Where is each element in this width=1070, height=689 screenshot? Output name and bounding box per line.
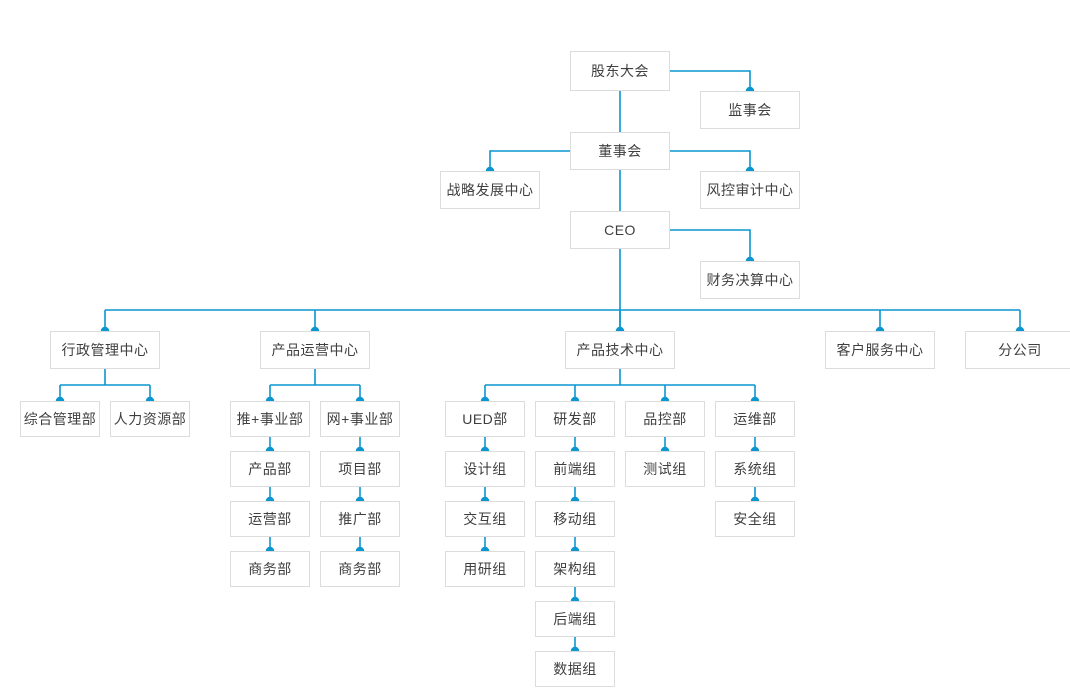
org-node-label: 前端组 bbox=[553, 461, 597, 477]
org-node-label: 分公司 bbox=[998, 342, 1042, 358]
org-node-tui-bu[interactable]: 推+事业部 bbox=[230, 401, 310, 437]
org-node-label: 客户服务中心 bbox=[836, 342, 924, 358]
org-node-label: 品控部 bbox=[643, 411, 687, 427]
org-node-label: 财务决算中心 bbox=[706, 272, 794, 288]
org-node-general-mgmt[interactable]: 综合管理部 bbox=[20, 401, 100, 437]
org-node-label: 综合管理部 bbox=[23, 411, 97, 427]
org-node-label: 后端组 bbox=[553, 611, 597, 627]
org-node-label: CEO bbox=[604, 222, 636, 238]
org-node-strategy[interactable]: 战略发展中心 bbox=[440, 171, 540, 209]
org-node-wang-bu[interactable]: 网+事业部 bbox=[320, 401, 400, 437]
org-node-label: 安全组 bbox=[733, 511, 777, 527]
org-node-customer[interactable]: 客户服务中心 bbox=[825, 331, 935, 369]
org-node-label: UED部 bbox=[462, 411, 508, 427]
org-node-ued[interactable]: UED部 bbox=[445, 401, 525, 437]
org-node-label: 董事会 bbox=[598, 143, 642, 159]
org-node-wang-biz[interactable]: 商务部 bbox=[320, 551, 400, 587]
org-node-label: 交互组 bbox=[463, 511, 507, 527]
org-node-label: 测试组 bbox=[643, 461, 687, 477]
org-node-label: 人力资源部 bbox=[113, 411, 187, 427]
org-node-label: 架构组 bbox=[553, 561, 597, 577]
org-node-label: 战略发展中心 bbox=[446, 182, 534, 198]
org-node-hr[interactable]: 人力资源部 bbox=[110, 401, 190, 437]
org-node-ued-inter[interactable]: 交互组 bbox=[445, 501, 525, 537]
org-node-label: 网+事业部 bbox=[326, 411, 394, 427]
ceo-to-finance bbox=[670, 229, 751, 261]
org-node-board[interactable]: 董事会 bbox=[570, 132, 670, 170]
org-node-wang-promo[interactable]: 推广部 bbox=[320, 501, 400, 537]
org-node-ued-research[interactable]: 用研组 bbox=[445, 551, 525, 587]
org-node-label: 推+事业部 bbox=[236, 411, 304, 427]
org-node-qa[interactable]: 品控部 bbox=[625, 401, 705, 437]
shareholders-to-supervisory bbox=[670, 70, 751, 91]
org-node-label: 移动组 bbox=[553, 511, 597, 527]
org-node-tui-biz[interactable]: 商务部 bbox=[230, 551, 310, 587]
org-node-tui-ops[interactable]: 运营部 bbox=[230, 501, 310, 537]
org-node-label: 数据组 bbox=[553, 661, 597, 677]
org-node-label: 商务部 bbox=[248, 561, 292, 577]
org-node-branch[interactable]: 分公司 bbox=[965, 331, 1070, 369]
org-node-wang-project[interactable]: 项目部 bbox=[320, 451, 400, 487]
org-node-rnd-data[interactable]: 数据组 bbox=[535, 651, 615, 687]
org-node-ops-security[interactable]: 安全组 bbox=[715, 501, 795, 537]
org-node-supervisory[interactable]: 监事会 bbox=[700, 91, 800, 129]
org-node-admin[interactable]: 行政管理中心 bbox=[50, 331, 160, 369]
org-node-label: 设计组 bbox=[463, 461, 507, 477]
org-node-label: 运维部 bbox=[733, 411, 777, 427]
org-node-shareholders[interactable]: 股东大会 bbox=[570, 51, 670, 91]
org-node-label: 产品技术中心 bbox=[576, 342, 664, 358]
org-node-rnd-arch[interactable]: 架构组 bbox=[535, 551, 615, 587]
org-node-label: 项目部 bbox=[338, 461, 382, 477]
org-node-label: 监事会 bbox=[728, 102, 772, 118]
org-node-label: 产品部 bbox=[248, 461, 292, 477]
org-node-label: 行政管理中心 bbox=[61, 342, 149, 358]
board-to-riskaudit bbox=[670, 150, 751, 171]
board-to-strategy bbox=[489, 150, 570, 171]
org-node-label: 风控审计中心 bbox=[706, 182, 794, 198]
org-node-label: 推广部 bbox=[338, 511, 382, 527]
org-node-prodtech[interactable]: 产品技术中心 bbox=[565, 331, 675, 369]
org-node-rnd-mobile[interactable]: 移动组 bbox=[535, 501, 615, 537]
org-node-ued-design[interactable]: 设计组 bbox=[445, 451, 525, 487]
org-node-label: 系统组 bbox=[733, 461, 777, 477]
org-node-ceo[interactable]: CEO bbox=[570, 211, 670, 249]
org-node-ops-system[interactable]: 系统组 bbox=[715, 451, 795, 487]
org-node-rnd[interactable]: 研发部 bbox=[535, 401, 615, 437]
org-node-label: 运营部 bbox=[248, 511, 292, 527]
org-node-prodops[interactable]: 产品运营中心 bbox=[260, 331, 370, 369]
org-node-label: 股东大会 bbox=[591, 63, 649, 79]
org-node-label: 商务部 bbox=[338, 561, 382, 577]
org-node-label: 用研组 bbox=[463, 561, 507, 577]
org-node-qa-test[interactable]: 测试组 bbox=[625, 451, 705, 487]
org-node-ops[interactable]: 运维部 bbox=[715, 401, 795, 437]
org-node-finance[interactable]: 财务决算中心 bbox=[700, 261, 800, 299]
org-node-riskaudit[interactable]: 风控审计中心 bbox=[700, 171, 800, 209]
org-node-rnd-backend[interactable]: 后端组 bbox=[535, 601, 615, 637]
org-node-label: 研发部 bbox=[553, 411, 597, 427]
org-node-tui-product[interactable]: 产品部 bbox=[230, 451, 310, 487]
org-node-rnd-frontend[interactable]: 前端组 bbox=[535, 451, 615, 487]
org-node-label: 产品运营中心 bbox=[271, 342, 359, 358]
